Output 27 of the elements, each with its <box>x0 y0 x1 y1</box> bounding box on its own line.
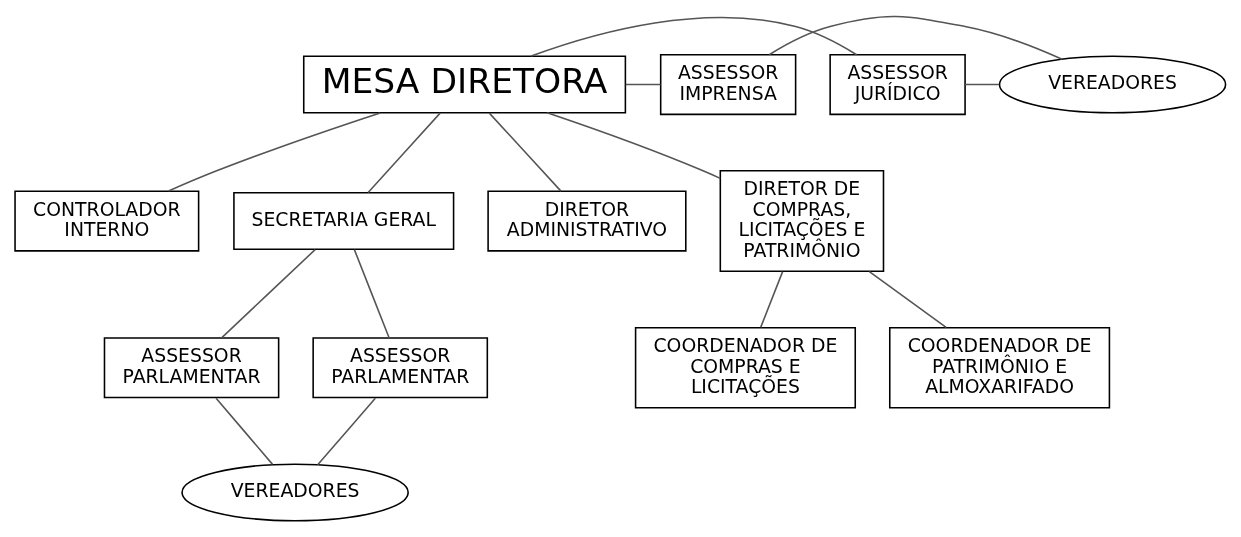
node-box: SECRETARIA GERAL <box>233 192 455 251</box>
connector <box>624 83 662 86</box>
node-box: MESA DIRETORA <box>302 55 627 114</box>
connector <box>868 270 947 329</box>
connector <box>316 397 377 466</box>
node-box: ASSESSOR PARLAMENTAR <box>312 337 489 399</box>
connector <box>367 112 441 194</box>
connector <box>215 397 274 466</box>
node-box: ASSESSOR JURÍDICO <box>829 53 966 116</box>
connector <box>964 83 1000 86</box>
node-box: ASSESSOR PARLAMENTAR <box>103 337 280 399</box>
node-box: CONTROLADOR INTERNO <box>14 190 200 252</box>
connector <box>530 16 858 57</box>
connector <box>759 270 784 329</box>
node-box: DIRETOR DE COMPRAS, LICITAÇÕES E PATRIMÔNIO <box>719 170 885 273</box>
node-box: COORDENADOR DE COMPRAS E LICITAÇÕES <box>634 326 857 409</box>
connector <box>353 248 390 339</box>
node-box: DIRETOR ADMINISTRATIVO <box>487 190 687 252</box>
node-box: ASSESSOR IMPRENSA <box>659 53 797 116</box>
connector <box>220 248 316 339</box>
node-box: COORDENADOR DE PATRIMÔNIO E ALMOXARIFADO <box>888 326 1111 409</box>
connector <box>167 112 381 192</box>
connector <box>488 112 562 192</box>
connector <box>768 15 1063 61</box>
node-ellipse: VEREADORES <box>998 55 1227 114</box>
node-ellipse: VEREADORES <box>181 463 409 522</box>
connector <box>546 112 722 180</box>
